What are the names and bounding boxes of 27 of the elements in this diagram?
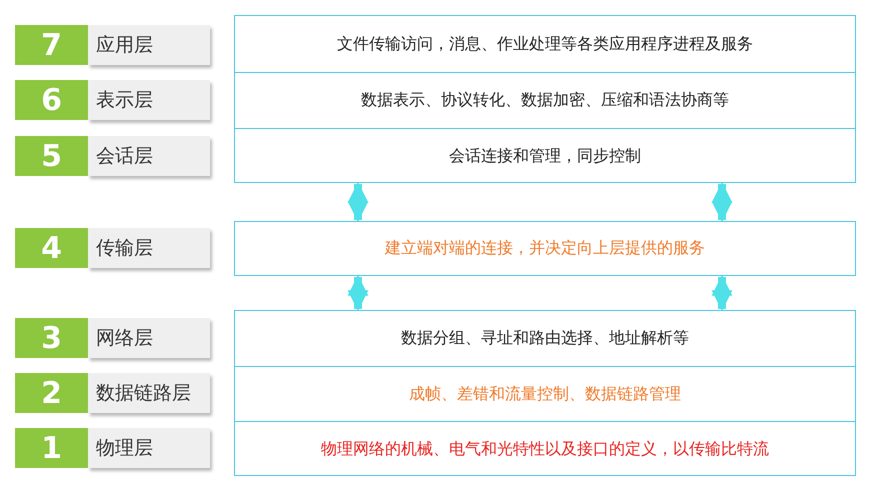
layer-number-badge: 4 — [15, 228, 88, 268]
layer-number-badge: 2 — [15, 373, 88, 413]
layer-group-box — [234, 15, 856, 183]
layer-name-label: 会话层 — [88, 136, 210, 176]
description-cell: 成帧、差错和流量控制、数据链路管理 — [235, 366, 855, 421]
layer-number-badge: 6 — [15, 80, 88, 120]
description-cell: 数据表示、协议转化、数据加密、压缩和语法协商等 — [235, 72, 855, 128]
description-cell: 文件传输访问，消息、作业处理等各类应用程序进程及服务 — [235, 16, 855, 72]
double-arrow — [712, 182, 732, 222]
layer-name-label: 物理层 — [88, 428, 210, 468]
description-cell: 数据分组、寻址和路由选择、地址解析等 — [235, 311, 855, 366]
layer-number-badge: 7 — [15, 25, 88, 65]
layer-number-badge: 5 — [15, 136, 88, 176]
layer-name-label: 数据链路层 — [88, 373, 210, 413]
layer-name-label: 应用层 — [88, 25, 210, 65]
description-cell: 物理网络的机械、电气和光特性以及接口的定义，以传输比特流 — [235, 421, 855, 477]
layer-name-label: 网络层 — [88, 318, 210, 358]
layer-number-badge: 3 — [15, 318, 88, 358]
double-arrow — [348, 274, 368, 312]
double-arrow — [348, 182, 368, 222]
layer-name-label: 表示层 — [88, 80, 210, 120]
description-box: 建立端对端的连接，并决定向上层提供的服务 — [234, 221, 856, 276]
layer-name-label: 传输层 — [88, 228, 210, 268]
layer-group-box — [234, 310, 856, 476]
layer-number-badge: 1 — [15, 428, 88, 468]
description-cell: 会话连接和管理，同步控制 — [235, 128, 855, 184]
double-arrow — [712, 274, 732, 312]
